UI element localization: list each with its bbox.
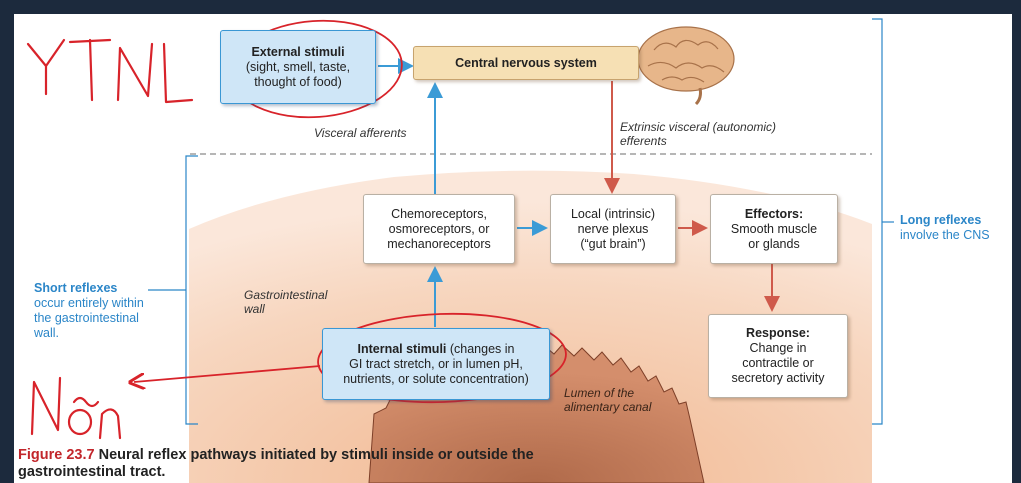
response-title: Response: xyxy=(746,326,810,340)
receptors-line-2: osmoreceptors, or xyxy=(388,221,490,236)
internal-stimuli-line-1: GI tract stretch, or in lumen pH, xyxy=(349,356,523,371)
extrinsic-efferents-label: Extrinsic visceral (autonomic) efferents xyxy=(620,120,776,148)
receptors-box: Chemoreceptors, osmoreceptors, or mechan… xyxy=(363,194,515,264)
internal-stimuli-head: Internal stimuli (changes in xyxy=(357,342,514,357)
short-reflexes-line-3: wall. xyxy=(34,326,60,340)
extrinsic-efferents-line-1: Extrinsic visceral (autonomic) xyxy=(620,120,777,134)
response-box: Response: Change in contractile or secre… xyxy=(708,314,848,398)
lumen-label: Lumen of the alimentary canal xyxy=(564,386,651,414)
short-reflexes-line-2: the gastrointestinal xyxy=(34,311,139,325)
plexus-line-2: nerve plexus xyxy=(577,221,649,236)
short-reflexes-label: Short reflexes occur entirely within the… xyxy=(34,281,144,341)
effectors-title: Effectors: xyxy=(744,206,804,221)
receptors-line-3: mechanoreceptors xyxy=(387,236,491,251)
long-reflexes-title: Long reflexes xyxy=(900,213,982,227)
effectors-line-2: or glands xyxy=(748,236,800,251)
internal-stimuli-box: Internal stimuli (changes in GI tract st… xyxy=(322,328,550,400)
gi-wall-dome xyxy=(189,170,872,483)
effectors-box: Effectors: Smooth muscle or glands xyxy=(710,194,838,264)
cns-box: Central nervous system xyxy=(413,46,639,80)
internal-stimuli-line-2: nutrients, or solute concentration) xyxy=(343,371,529,386)
caption-line-2: gastrointestinal tract. xyxy=(18,464,166,480)
response-line-3: secretory activity xyxy=(731,371,825,385)
internal-stimuli-title: Internal stimuli xyxy=(357,341,447,356)
caption-line-1: Figure 23.7 Neural reflex pathways initi… xyxy=(18,447,718,464)
gi-wall-line-1: Gastrointestinal xyxy=(244,288,328,302)
visceral-afferents-label: Visceral afferents xyxy=(314,126,407,140)
external-stimuli-detail-1: (sight, smell, taste, xyxy=(245,59,351,74)
internal-stimuli-detail-inline: (changes in xyxy=(446,341,515,356)
caption-figure-number: Figure 23.7 xyxy=(18,447,95,463)
plexus-line-3: (“gut brain”) xyxy=(580,236,646,251)
handwriting-non xyxy=(30,376,122,440)
effectors-line-1: Smooth muscle xyxy=(730,221,818,236)
external-stimuli-box: External stimuli (sight, smell, taste, t… xyxy=(220,30,376,104)
handwriting-ytnl xyxy=(26,38,194,104)
handwriting-ink xyxy=(26,38,194,440)
plexus-line-1: Local (intrinsic) xyxy=(570,206,656,221)
gi-wall-line-2: wall xyxy=(244,302,265,316)
local-plexus-box: Local (intrinsic) nerve plexus (“gut bra… xyxy=(550,194,676,264)
lumen-line-1: Lumen of the xyxy=(564,386,635,400)
ink-circle-internal xyxy=(317,312,567,404)
long-reflexes-label: Long reflexes involve the CNS xyxy=(900,213,990,243)
short-reflexes-line-1: occur entirely within xyxy=(34,296,144,310)
external-stimuli-detail-2: thought of food) xyxy=(254,74,342,89)
figure-caption: Figure 23.7 Neural reflex pathways initi… xyxy=(18,447,718,481)
receptors-line-1: Chemoreceptors, xyxy=(391,206,487,221)
lumen-line-2: alimentary canal xyxy=(564,400,652,414)
external-stimuli-title: External stimuli xyxy=(251,44,345,59)
caption-text: Neural reflex pathways initiated by stim… xyxy=(94,447,534,463)
extrinsic-efferents-line-2: efferents xyxy=(620,134,667,148)
response-line-2: contractile or xyxy=(742,356,814,370)
response-line-1: Change in xyxy=(749,341,807,355)
gi-wall-label: Gastrointestinal wall xyxy=(244,288,327,316)
brain-icon xyxy=(637,26,735,106)
cns-title: Central nervous system xyxy=(455,55,597,70)
slide-canvas: External stimuli (sight, smell, taste, t… xyxy=(14,14,1012,483)
short-reflexes-title: Short reflexes xyxy=(34,281,118,295)
ink-arrow xyxy=(134,365,321,382)
long-reflexes-detail: involve the CNS xyxy=(900,228,990,242)
